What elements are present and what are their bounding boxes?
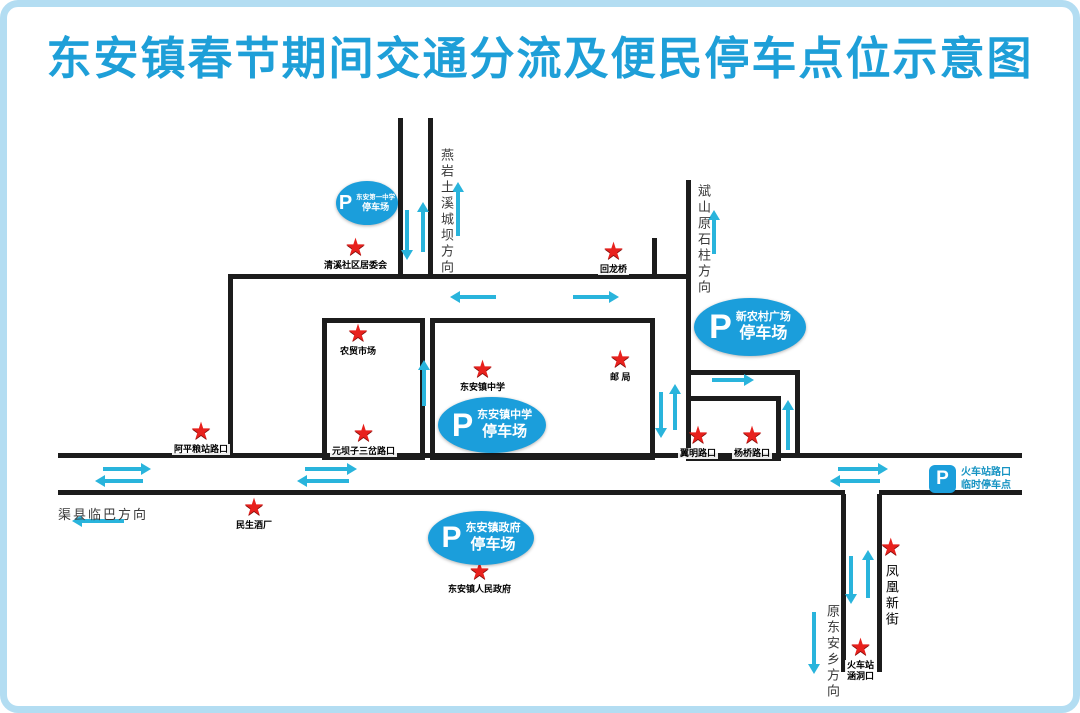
traffic-arrow-right-icon (305, 462, 357, 475)
direction-yuan-dongan-xiang: 原东安乡方向 (825, 604, 840, 700)
traffic-arrow-right-icon (712, 373, 754, 386)
traffic-arrow-down-icon (400, 210, 413, 260)
star-icon: ★ (468, 558, 491, 585)
parking-p-icon: P (451, 407, 474, 443)
traffic-arrow-right-icon (573, 290, 619, 303)
parking-lot-town-government: P 东安镇政府 停车场 (428, 511, 534, 565)
road-upper-horizontal (228, 274, 690, 279)
star-icon: ★ (344, 234, 367, 261)
traffic-arrow-left-icon (95, 474, 143, 487)
parking-lot-word: 临时停车点 (961, 479, 1011, 491)
road-right-connector-horizontal (688, 370, 800, 375)
landmark-town-government: ★ 东安镇人民政府 (446, 558, 514, 596)
landmark-middle-school: ★ 东安镇中学 (458, 356, 508, 394)
traffic-arrow-right-icon (838, 462, 888, 475)
landmark-post-office: ★ 邮 局 (608, 346, 633, 384)
road-right-connector-vertical (795, 370, 800, 458)
road-right-vertical-binshan (686, 180, 691, 400)
road-station-street-left-line (841, 494, 846, 672)
parking-lot-name: 东安镇中学 (477, 409, 533, 422)
traffic-arrow-up-icon (668, 384, 681, 430)
parking-lot-new-village-square: P 新农村广场 停车场 (694, 298, 806, 356)
traffic-arrow-up-icon (861, 550, 874, 598)
map-title: 东安镇春节期间交通分流及便民停车点位示意图 (46, 33, 1034, 84)
road-main-upper-line (58, 453, 1022, 458)
star-icon: ★ (741, 422, 763, 449)
parking-lot-word: 停车场 (362, 201, 390, 212)
parking-lot-word: 停车场 (739, 325, 788, 342)
star-icon: ★ (849, 634, 872, 661)
parking-lot-name: 新农村广场 (735, 310, 791, 323)
traffic-arrow-down-icon (844, 556, 857, 604)
star-icon: ★ (243, 494, 265, 521)
star-icon: ★ (609, 346, 632, 373)
traffic-arrow-right-icon (103, 462, 151, 475)
traffic-arrow-left-icon (72, 514, 124, 527)
landmark-huilong-bridge: ★ 回龙桥 (598, 238, 630, 276)
parking-lot-name: 东安镇政府 (465, 522, 521, 535)
landmark-station-culvert: ★ 火车站 涵洞口 (845, 634, 877, 683)
traffic-arrow-up-icon (781, 400, 794, 450)
landmark-aping-junction: ★ 阿平粮站路口 (172, 418, 231, 456)
parking-p-icon: P (709, 308, 732, 346)
traffic-arrow-up-icon (707, 210, 720, 254)
landmark-farmers-market: ★ 农贸市场 (338, 320, 379, 358)
road-main-lower-line-left (58, 490, 845, 495)
traffic-arrow-up-icon (451, 182, 464, 236)
star-icon: ★ (347, 320, 369, 347)
parking-p-icon: P (441, 521, 462, 554)
parking-lot-name: 东安第一中学 (356, 193, 396, 201)
star-icon: ★ (471, 356, 494, 383)
landmark-yiming-junction: ★ 翼明路口 (678, 422, 719, 460)
star-icon: ★ (687, 422, 709, 449)
landmark-yangqiao-junction: ★ 杨桥路口 (732, 422, 773, 460)
parking-lot-first-school: P 东安第一中学 停车场 (336, 181, 398, 225)
star-icon: ★ (190, 418, 212, 445)
direction-yanyan-tuxi: 燕岩土溪城坝方向 (439, 148, 454, 276)
traffic-arrow-down-icon (807, 612, 820, 674)
road-top-street-left-line (398, 118, 403, 276)
star-icon: ★ (352, 420, 375, 447)
parking-p-icon: P (338, 192, 353, 214)
parking-p-square-icon: P (929, 465, 956, 493)
landmark-community-committee: ★ 清溪社区居委会 (322, 234, 390, 272)
road-station-street-right-line (877, 494, 882, 672)
road-left-vertical (228, 274, 233, 456)
parking-lot-name: 火车站路口 (961, 467, 1011, 478)
road-top-street-right-line (428, 118, 433, 276)
traffic-arrow-up-icon (417, 360, 430, 406)
traffic-arrow-up-icon (416, 202, 429, 252)
star-icon: ★ (880, 534, 902, 561)
landmark-yuanbazi-junction: ★ 元坝子三岔路口 (330, 420, 398, 458)
road-bridge-stub (652, 238, 657, 279)
direction-quxian-linba: 渠县临巴方向 (58, 507, 149, 522)
parking-lot-middle-school: P 东安镇中学 停车场 (438, 397, 546, 453)
direction-binshan-shizhu: 斌山原石柱方向 (696, 184, 711, 296)
parking-station-temp-label: 火车站路口 临时停车点 (961, 467, 1011, 492)
landmark-fenghuang-street: ★ 凤凰新街 (880, 534, 902, 629)
traffic-arrow-left-icon (830, 474, 880, 487)
parking-lot-word: 停车场 (470, 535, 516, 553)
parking-lot-word: 停车场 (482, 422, 528, 440)
star-icon: ★ (602, 238, 625, 265)
traffic-arrow-down-icon (654, 392, 667, 438)
traffic-arrow-left-icon (450, 290, 496, 303)
traffic-arrow-left-icon (297, 474, 349, 487)
landmark-minsheng-winery: ★ 民生酒厂 (234, 494, 275, 532)
